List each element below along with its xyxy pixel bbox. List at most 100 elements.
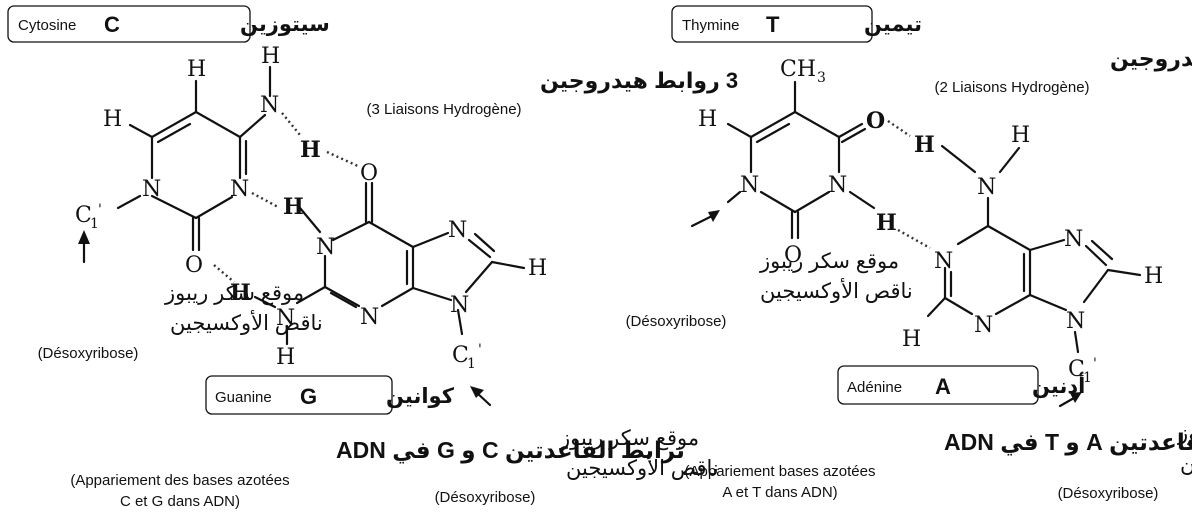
sugar-carbon-index: 1 <box>467 356 476 372</box>
cytosine-label-box <box>7 5 251 43</box>
atom-h: H <box>1144 264 1163 289</box>
at-pairing-caption: ترابط القاعدتين A و T في ADN (Appariemen… <box>685 429 1192 501</box>
atom-h: H <box>902 327 921 352</box>
at-sugar-right-annotation: موقع سكر ريبوز ناقص الأوكسيجين (Désoxyri… <box>1058 392 1192 502</box>
atom-n: N <box>974 313 993 338</box>
atom-n: N <box>448 218 467 243</box>
adenine-label-box <box>837 365 1039 405</box>
thymine-bonds <box>726 80 876 240</box>
cytosine-bonds <box>116 65 272 252</box>
atom-n: N <box>142 177 161 202</box>
cytosine-letter: C <box>104 12 120 37</box>
hbond-h: H <box>283 194 304 220</box>
at-pairing-ar: ترابط القاعدتين A و T في ADN <box>944 429 1192 456</box>
at-sugar-left-ar2: ناقص الأوكسيجين <box>760 278 913 303</box>
cg-sugar-left-fr: (Désoxyribose) <box>38 345 139 362</box>
atom-n: N <box>230 177 249 202</box>
atom-o: O <box>784 243 802 268</box>
cg-pairing-ar: ترابط القاعدتين C و G في ADN <box>336 437 685 464</box>
atom-o: O <box>866 108 885 134</box>
at-hbonds-fr: (2 Liaisons Hydrogène) <box>934 79 1089 96</box>
guanine-ar: كوانين <box>386 385 455 408</box>
sugar-carbon: C <box>1068 357 1085 382</box>
hbond-h: H <box>876 210 897 236</box>
guanine-atoms: O N N H N N N H C 1 ' <box>276 161 547 372</box>
cytosine-label: Cytosine C سيتوزين <box>7 5 330 43</box>
atom-n: N <box>316 235 335 260</box>
thymine-fr: Thymine <box>682 17 740 34</box>
thymine-label: Thymine T تيمين <box>671 5 922 43</box>
hbond-h: H <box>914 132 935 158</box>
atom-h: H <box>103 107 122 132</box>
guanine-letter: G <box>300 384 317 409</box>
sugar-carbon: C <box>75 203 92 228</box>
at-sugar-left-annotation: موقع سكر ريبوز ناقص الأوكسيجين (Désoxyri… <box>626 210 913 330</box>
sugar-carbon-prime: ' <box>478 342 482 358</box>
atom-n: N <box>360 305 379 330</box>
atom-n: N <box>934 249 953 274</box>
atom-h: H <box>276 345 295 370</box>
atom-h: H <box>1011 123 1030 148</box>
arrow-head-icon <box>78 230 90 244</box>
atom-ch3-index: 3 <box>817 70 826 86</box>
atom-n: N <box>828 173 847 198</box>
atom-n: N <box>977 175 996 200</box>
thymine-atoms: CH 3 H O N N O <box>698 57 885 268</box>
atom-o: O <box>185 253 203 278</box>
atom-n: N <box>450 293 469 318</box>
at-sugar-right-fr: (Désoxyribose) <box>1058 485 1159 502</box>
arrow-line-icon <box>690 214 714 228</box>
cg-pairing-fr1: (Appariement des bases azotées <box>70 472 289 489</box>
cg-sugar-right-fr: (Désoxyribose) <box>435 489 536 506</box>
cg-sugar-right-ar1: موقع سكر ريبوز <box>559 427 699 450</box>
adenine-label: Adénine A أدنين <box>837 365 1085 405</box>
sugar-carbon-index: 1 <box>1083 370 1092 386</box>
cg-sugar-left-ar2: ناقص الأوكسيجين <box>170 310 323 335</box>
cg-pairing-fr2: C et G dans ADN) <box>120 493 240 510</box>
cytosine-atoms: H H H N N N O C 1 ' <box>75 44 280 278</box>
arrow-head-icon <box>1070 392 1082 403</box>
cytosine-fr: Cytosine <box>18 17 76 34</box>
sugar-carbon-index: 1 <box>90 216 99 232</box>
atom-h: H <box>261 44 280 69</box>
at-sugar-left-fr: (Désoxyribose) <box>626 313 727 330</box>
cg-sugar-right-ar2: ناقص الأوكسيجين <box>566 455 719 480</box>
arrow-head-icon <box>708 210 720 222</box>
adenine-fr: Adénine <box>847 379 902 396</box>
adenine-bonds <box>926 144 1142 354</box>
adenine-atoms: H N N N H N N H C 1 ' <box>902 123 1163 386</box>
thymine-label-box <box>671 5 873 43</box>
sugar-carbon: C <box>452 343 469 368</box>
cg-hbonds-fr: (3 Liaisons Hydrogène) <box>366 101 521 118</box>
atom-h: H <box>187 57 206 82</box>
atom-h: H <box>528 256 547 281</box>
arrow-line-icon <box>1058 396 1076 408</box>
guanine-label-box <box>205 375 393 415</box>
cg-pairing-caption: ترابط القاعدتين C و G في ADN (Appariemen… <box>70 437 685 510</box>
cg-sugar-left-annotation: موقع سكر ريبوز ناقص الأوكسيجين (Désoxyri… <box>38 230 323 362</box>
atom-n: N <box>740 173 759 198</box>
at-hbonds-ar: 2 روابط هيدروجين <box>1110 46 1192 72</box>
at-sugar-right-ar1: موقع سكر ريبوز <box>1177 422 1192 445</box>
at-sugar-left-ar1: موقع سكر ريبوز <box>759 250 899 273</box>
guanine-bonds <box>253 181 526 346</box>
hbond-h: H <box>300 137 321 163</box>
adenine-letter: A <box>935 374 951 399</box>
atom-h: H <box>698 107 717 132</box>
at-pairing-fr2: A et T dans ADN) <box>722 484 837 501</box>
sugar-carbon-prime: ' <box>1093 356 1097 372</box>
atom-n: N <box>276 306 295 331</box>
cg-hbonds-ar: 3 روابط هيدروجين <box>540 68 738 94</box>
atom-n: N <box>1066 309 1085 334</box>
thymine-letter: T <box>766 12 780 37</box>
guanine-label: Guanine G كوانين <box>205 375 455 415</box>
atom-o: O <box>360 161 378 186</box>
cg-sugar-left-ar1: موقع سكر ريبوز <box>164 282 304 305</box>
atom-n: N <box>260 93 279 118</box>
arrow-head-icon <box>470 386 484 398</box>
at-sugar-right-ar2: ناقص الأوكسيجين <box>1180 450 1192 475</box>
thymine-ar: تيمين <box>864 13 922 36</box>
atom-c: CH <box>780 57 816 82</box>
